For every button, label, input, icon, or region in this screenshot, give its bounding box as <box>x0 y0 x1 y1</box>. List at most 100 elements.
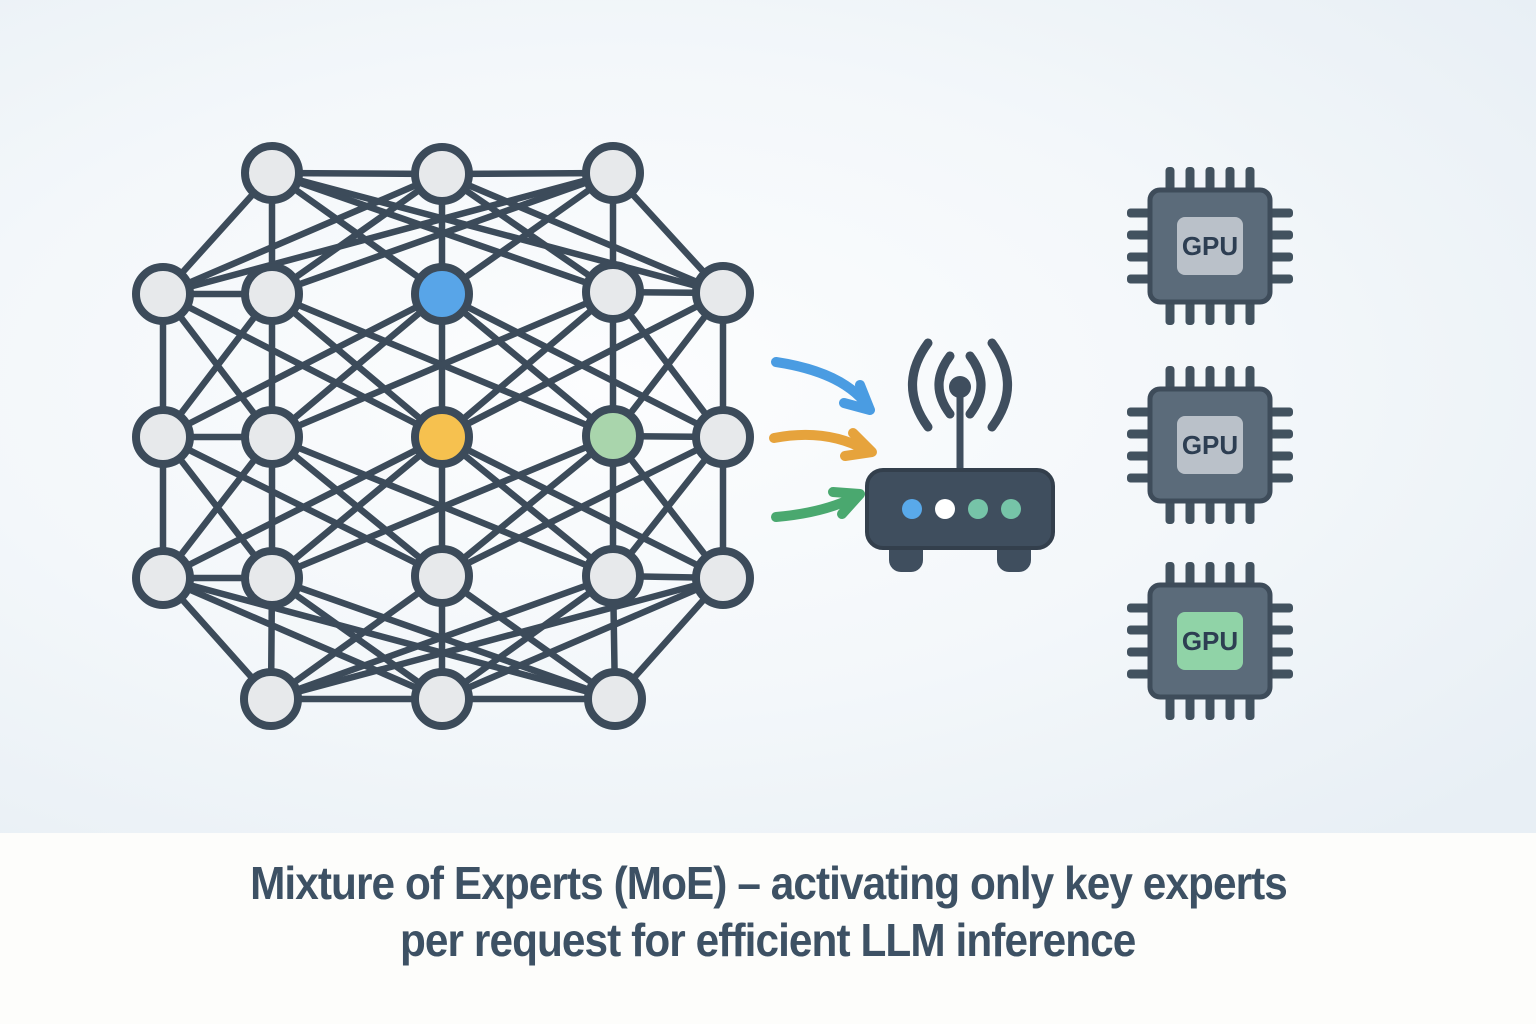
chip-pin <box>1245 167 1255 193</box>
chip-pin <box>1267 603 1293 613</box>
chip-pin <box>1185 498 1195 524</box>
chip-pin <box>1205 694 1215 720</box>
caption-line-1: Mixture of Experts (MoE) – activating on… <box>249 857 1288 909</box>
router-status-dot <box>968 499 988 519</box>
chip-pin <box>1267 647 1293 657</box>
chip-pin <box>1127 252 1153 262</box>
network-edge <box>438 433 727 580</box>
network-edge <box>159 170 446 298</box>
chip-pin <box>1225 299 1235 325</box>
request-arrow-orange <box>769 429 871 455</box>
network-edge <box>438 572 619 703</box>
network-edge <box>268 433 446 582</box>
gpu-chip-3: GPU <box>1127 562 1293 720</box>
gpu-chip-1: GPU <box>1127 167 1293 325</box>
chip-pin <box>1267 451 1293 461</box>
gpu-label: GPU <box>1182 231 1238 261</box>
network-edge <box>268 288 617 441</box>
chip-pin <box>1245 366 1255 392</box>
chip-pin <box>1185 562 1195 588</box>
expert-network-nodes <box>132 142 754 730</box>
router-status-dot <box>1001 499 1021 519</box>
chip-pin <box>1225 562 1235 588</box>
gpu-label: GPU <box>1182 430 1238 460</box>
diagram-canvas: GPU GPU GPU <box>0 0 1536 833</box>
chip-pin <box>1245 694 1255 720</box>
chip-pin <box>1127 451 1153 461</box>
chip-pin <box>1267 252 1293 262</box>
chip-pin <box>1245 562 1255 588</box>
network-edge <box>159 574 446 703</box>
chip-pin <box>1205 498 1215 524</box>
gpu-chip-2: GPU <box>1127 366 1293 524</box>
network-edge <box>438 169 617 298</box>
chip-pin <box>1185 299 1195 325</box>
chip-pin <box>1225 694 1235 720</box>
wifi-arc-left-outer-icon <box>908 338 933 432</box>
chip-pin <box>1127 625 1153 635</box>
router-icon <box>865 338 1055 572</box>
network-edge <box>159 433 446 582</box>
expert-node <box>584 668 646 730</box>
request-arrow-orange-head-icon <box>840 428 877 461</box>
chip-pin <box>1127 603 1153 613</box>
request-arrow-green-head-icon <box>828 487 865 519</box>
expert-node <box>241 142 303 204</box>
antenna-tip <box>949 376 971 398</box>
chip-pin <box>1127 429 1153 439</box>
network-edge <box>268 169 617 298</box>
chip-pin <box>1165 694 1175 720</box>
chip-pin <box>1165 498 1175 524</box>
chip-pin <box>1185 694 1195 720</box>
network-edge <box>268 170 446 298</box>
chip-pin <box>1127 647 1153 657</box>
chip-pin <box>1267 407 1293 417</box>
chip-pin <box>1205 562 1215 588</box>
expert-node <box>692 262 754 324</box>
network-edge <box>268 290 446 441</box>
chip-pin <box>1205 366 1215 392</box>
expert-node <box>692 406 754 468</box>
network-edge <box>159 290 446 441</box>
expert-node <box>241 406 303 468</box>
expert-node <box>692 547 754 609</box>
network-edge <box>268 574 446 703</box>
chip-pin <box>1245 299 1255 325</box>
network-edge <box>267 574 727 703</box>
request-arrows <box>769 357 877 522</box>
chip-pin <box>1267 208 1293 218</box>
chip-die <box>1177 217 1243 275</box>
router-body <box>865 468 1055 550</box>
chip-pin <box>1127 274 1153 284</box>
expert-node <box>132 406 194 468</box>
expert-node <box>411 143 473 205</box>
chip-die <box>1177 612 1243 670</box>
chip-pin <box>1127 407 1153 417</box>
chip-pin <box>1127 669 1153 679</box>
network-edge <box>268 169 727 297</box>
network-edge <box>159 169 617 298</box>
chip-pin <box>1267 230 1293 240</box>
chip-pin <box>1267 429 1293 439</box>
caption-line-2: per request for efficient LLM inference <box>400 914 1136 966</box>
chip-pin <box>1245 498 1255 524</box>
expert-node <box>411 668 473 730</box>
expert-node-active-yellow <box>411 406 473 468</box>
chip-pin <box>1205 299 1215 325</box>
gpu-chips: GPU GPU GPU <box>1127 167 1293 720</box>
chip-pin <box>1225 498 1235 524</box>
request-arrow-green <box>771 493 858 522</box>
chip-pin <box>1205 167 1215 193</box>
router-status-dots <box>902 499 1021 519</box>
wifi-arc-right-inner-icon <box>965 351 986 419</box>
network-edge <box>159 574 619 703</box>
expert-node <box>132 547 194 609</box>
chip-pin <box>1225 167 1235 193</box>
chip-pin <box>1267 669 1293 679</box>
chip-pin <box>1127 473 1153 483</box>
chip-pin <box>1185 167 1195 193</box>
request-arrow-blue <box>771 357 872 410</box>
wifi-arc-left-inner-icon <box>934 351 955 419</box>
network-edge <box>438 288 617 441</box>
expert-node <box>411 545 473 607</box>
